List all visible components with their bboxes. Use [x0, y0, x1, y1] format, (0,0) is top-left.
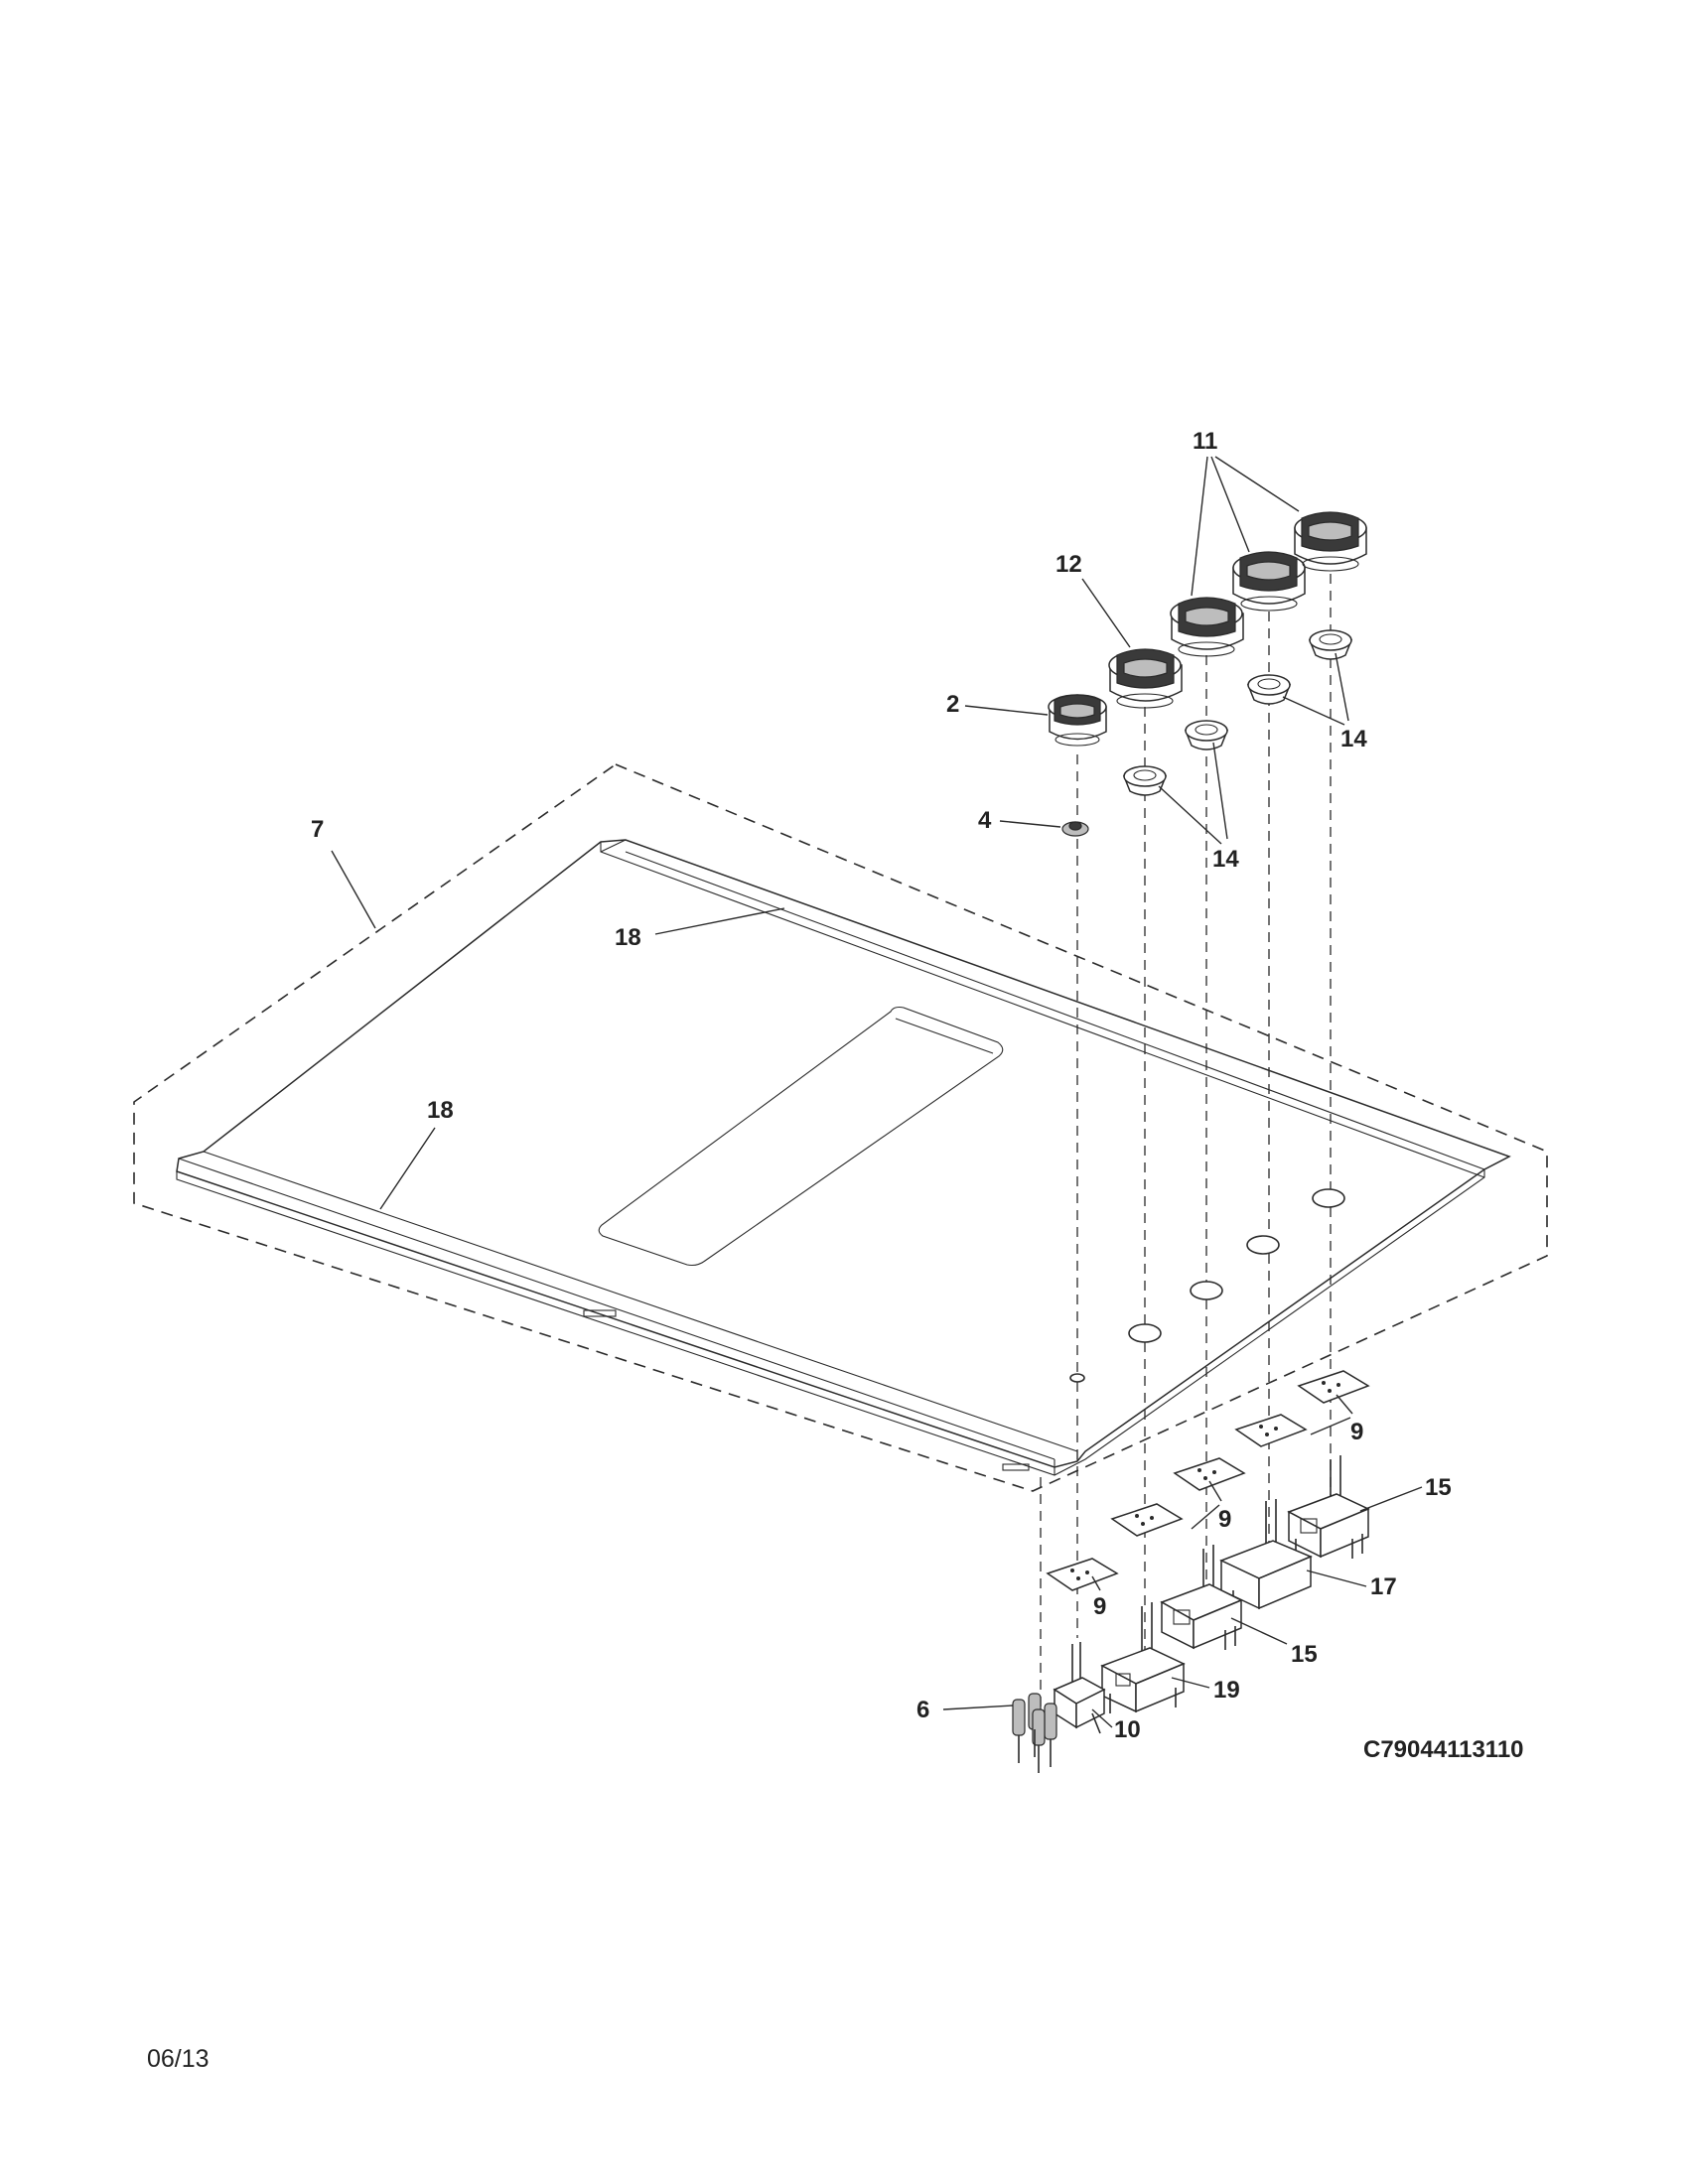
leader-15-rear [1359, 1486, 1423, 1512]
knob-11-c [1294, 511, 1367, 572]
cooktop-assembly-outline [133, 763, 1548, 1492]
leader-11-b [1210, 456, 1250, 553]
callout-10: 10 [1114, 1716, 1141, 1743]
shaft-hole-2 [1128, 1323, 1162, 1343]
leader-9-c-2 [1336, 1394, 1353, 1415]
callout-11: 11 [1193, 428, 1217, 455]
leader-6 [942, 1705, 1014, 1710]
shaft-hole-3 [1190, 1281, 1223, 1300]
switch-19 [1100, 1602, 1186, 1713]
knob-11-b [1232, 551, 1306, 612]
insulator-9-e [1297, 1370, 1370, 1404]
shaft-hole-5 [1312, 1188, 1345, 1208]
bezel-14-a [1122, 765, 1168, 796]
leader-14-high-a [1282, 696, 1345, 726]
callout-2: 2 [946, 691, 959, 718]
cooktop-glass-top [176, 839, 1511, 1476]
knob-11-a [1170, 597, 1244, 657]
leader-lines [331, 456, 1423, 1728]
leader-9-b-1 [1191, 1504, 1220, 1530]
leader-11-c [1214, 456, 1300, 512]
leader-9-a [1091, 1575, 1101, 1591]
indicator-light-4 [1061, 821, 1089, 837]
leader-2 [964, 705, 1049, 716]
callout-17: 17 [1370, 1573, 1397, 1600]
callout-14-low: 14 [1212, 846, 1239, 873]
callout-9-low: 9 [1093, 1593, 1106, 1620]
callout-14-high: 14 [1340, 726, 1367, 752]
shaft-hole-4 [1246, 1235, 1280, 1255]
callout-19: 19 [1213, 1677, 1240, 1704]
leader-14-high-b [1335, 652, 1349, 722]
callout-7: 7 [311, 816, 324, 843]
leader-9-c-1 [1310, 1417, 1351, 1435]
leader-4 [999, 820, 1061, 828]
callout-6: 6 [916, 1697, 929, 1723]
callout-15-front: 15 [1291, 1641, 1318, 1668]
bezel-14-c [1246, 674, 1292, 705]
shaft-hole-1 [1069, 1373, 1085, 1383]
insulator-9-a [1046, 1558, 1119, 1591]
callout-18-rear: 18 [615, 924, 641, 951]
callout-15-rear: 15 [1425, 1474, 1452, 1501]
callout-4: 4 [978, 807, 992, 834]
callout-12: 12 [1055, 551, 1082, 578]
callout-9-mid: 9 [1218, 1506, 1231, 1533]
revision-date: 06/13 [147, 2045, 210, 2073]
leader-14-low-b [1212, 742, 1228, 840]
callout-9-high: 9 [1350, 1419, 1363, 1445]
leader-15-front [1230, 1617, 1288, 1645]
leader-11-a [1191, 456, 1208, 597]
signal-light-6 [1012, 1693, 1057, 1773]
bezel-14-d [1308, 629, 1353, 660]
leader-19 [1171, 1677, 1210, 1689]
leader-10 [1091, 1708, 1113, 1728]
infinite-switch-15-front [1160, 1545, 1243, 1650]
leader-7 [331, 850, 376, 929]
infinite-switch-15-rear [1287, 1455, 1370, 1559]
knob-2 [1048, 694, 1107, 747]
callout-18-front: 18 [427, 1097, 454, 1124]
leader-18-rear [654, 907, 785, 935]
drawing-code: C79044113110 [1363, 1736, 1524, 1763]
insulator-9-b [1110, 1503, 1184, 1537]
switch-10 [1053, 1642, 1106, 1734]
leader-14-low-a [1158, 785, 1222, 845]
knob-12 [1108, 648, 1183, 709]
alignment-lines [1040, 574, 1332, 1717]
leader-12 [1081, 578, 1131, 648]
bezel-14-b [1184, 720, 1229, 751]
insulator-9-d [1234, 1414, 1308, 1447]
switch-17 [1219, 1499, 1313, 1610]
leader-17 [1306, 1570, 1367, 1587]
leader-18-front [379, 1127, 436, 1210]
leader-9-b-2 [1208, 1480, 1222, 1502]
insulator-9-c [1173, 1457, 1246, 1491]
